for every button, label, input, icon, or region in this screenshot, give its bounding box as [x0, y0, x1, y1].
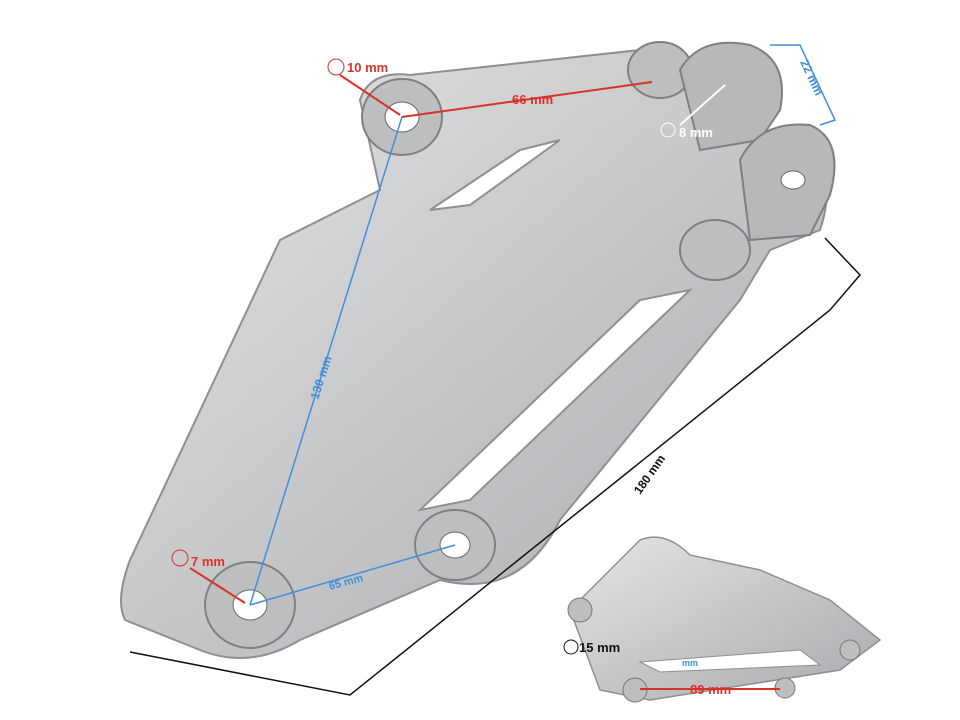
tab-width-label: 22 mm [797, 57, 826, 97]
footrest-bracket [120, 41, 836, 659]
inset-span-label: 89 mm [690, 682, 731, 697]
overall-length-line [129, 237, 862, 696]
tab-hole-label: 8 mm [679, 125, 713, 140]
pivot-boss [679, 219, 751, 281]
top-hole-label: 10 mm [347, 60, 388, 75]
bottom-span-line [249, 544, 456, 606]
tab-hole-line [679, 84, 726, 126]
hole [780, 170, 806, 190]
diameter-icon [171, 549, 189, 567]
leader-line [189, 567, 246, 604]
vertical-span-line [249, 116, 403, 606]
leader-line [339, 74, 401, 116]
inset-hole-label: 15 mm [579, 640, 620, 655]
top-span-label: 66 mm [512, 92, 553, 107]
diameter-icon [327, 58, 345, 76]
inset-blue-label: mm [682, 658, 698, 668]
upper-cutout [429, 139, 561, 211]
diameter-icon [563, 639, 579, 655]
diameter-icon [660, 122, 676, 138]
inset-photo: 89 mm 15 mm mm [563, 536, 882, 703]
overall-length-label: 180 mm [631, 452, 668, 497]
top-span-line [401, 81, 653, 118]
slot-cutout [416, 288, 694, 512]
tab-width-line [770, 44, 837, 126]
bottom-hole-label: 7 mm [191, 554, 225, 569]
mount-tab-upper [678, 41, 783, 152]
